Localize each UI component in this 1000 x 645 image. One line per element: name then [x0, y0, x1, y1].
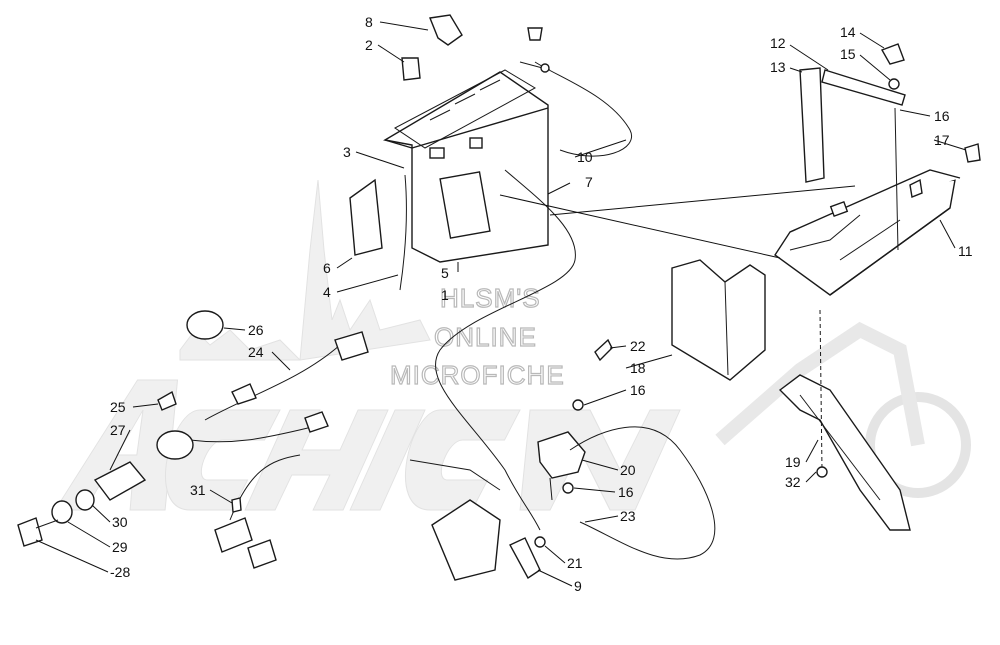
cable-10: [534, 61, 633, 157]
ignition-switch-27: [93, 461, 147, 501]
watermark-text: HLSM'S ONLINE MICROFICHE: [389, 282, 565, 390]
callout-31: 31: [190, 482, 206, 498]
vent-tube: [399, 174, 407, 291]
callout-8: 8: [365, 14, 373, 30]
connector-24: [334, 331, 369, 361]
watermark-line1: HLSM'S: [440, 283, 541, 313]
callout-13: 13: [770, 59, 786, 75]
nut-29: [51, 500, 73, 524]
watermark-line2: ONLINE: [434, 322, 537, 352]
callout-27: 27: [110, 422, 126, 438]
callout-30: 30: [112, 514, 128, 530]
callout-32: 32: [785, 474, 801, 490]
shield-18: [671, 259, 766, 381]
connector-upper: [231, 383, 257, 405]
plug-25: [157, 390, 177, 411]
battery-pad: [349, 178, 383, 256]
screw-17: [964, 143, 981, 163]
washer-15: [888, 78, 900, 90]
screw-31: [231, 497, 242, 513]
watermark-line3: MICROFICHE: [390, 360, 565, 390]
solenoid-20: [537, 431, 586, 479]
watermark-background: [179, 179, 971, 498]
callout-12: 12: [770, 35, 786, 51]
callout-18: 18: [630, 360, 646, 376]
callout-6: 6: [323, 260, 331, 276]
callout-1: 1: [441, 287, 449, 303]
bracket-13: [799, 67, 825, 183]
callout-labels: 8 2 3 6 4 5 1 10 7 12 13 14 15 16 17 11 …: [110, 14, 973, 594]
bolt-22: [594, 338, 613, 362]
cable-23: [569, 426, 716, 560]
callout-24: 24: [248, 344, 264, 360]
callout-20: 20: [620, 462, 636, 478]
connector-mid: [304, 411, 329, 433]
terminal-bolt: [401, 57, 421, 81]
callout-16-tray: 16: [934, 108, 950, 124]
watermark-logo: [54, 379, 681, 511]
battery-tray: [774, 169, 961, 296]
wing-nut: [880, 43, 905, 65]
callout-10: 10: [577, 149, 593, 165]
callout-23: 23: [620, 508, 636, 524]
callout-25: 25: [110, 399, 126, 415]
key-28: [17, 517, 43, 547]
strap-12: [821, 69, 906, 106]
callout-17: 17: [934, 132, 950, 148]
nut-32: [816, 466, 828, 478]
callout-16-low: 16: [618, 484, 634, 500]
nut-16b: [562, 482, 574, 494]
ring-26: [186, 310, 224, 340]
callout-21: 21: [567, 555, 583, 571]
guide-line: [819, 309, 823, 471]
washer-30: [75, 489, 95, 511]
callout-11: 11: [958, 243, 973, 259]
callout-2: 2: [365, 37, 373, 53]
callout-4: 4: [323, 284, 331, 300]
terminal-screw: [527, 27, 543, 41]
callout-7: 7: [585, 174, 593, 190]
cap-bottom: [247, 539, 277, 569]
nut-16a: [572, 399, 584, 411]
terminal-boot: [429, 14, 463, 46]
nut-21: [534, 536, 546, 548]
boot-9: [509, 537, 541, 580]
connector-bottom: [214, 517, 253, 553]
callout-5: 5: [441, 265, 449, 281]
callout-3: 3: [343, 144, 351, 160]
hold-down-rod: [894, 107, 899, 251]
callout-28: -28: [110, 564, 130, 580]
battery: [383, 69, 549, 263]
starter-bracket: [431, 499, 501, 581]
callout-15: 15: [840, 46, 856, 62]
leader-lines: [35, 21, 967, 587]
bracket-19: [778, 374, 911, 531]
callout-22: 22: [630, 338, 646, 354]
callout-26: 26: [248, 322, 264, 338]
callout-16-mid: 16: [630, 382, 646, 398]
switch-housing: [156, 430, 194, 460]
callout-29: 29: [112, 539, 128, 555]
callout-9: 9: [574, 578, 582, 594]
callout-19: 19: [785, 454, 801, 470]
cable-7: [434, 169, 576, 531]
callout-14: 14: [840, 24, 856, 40]
